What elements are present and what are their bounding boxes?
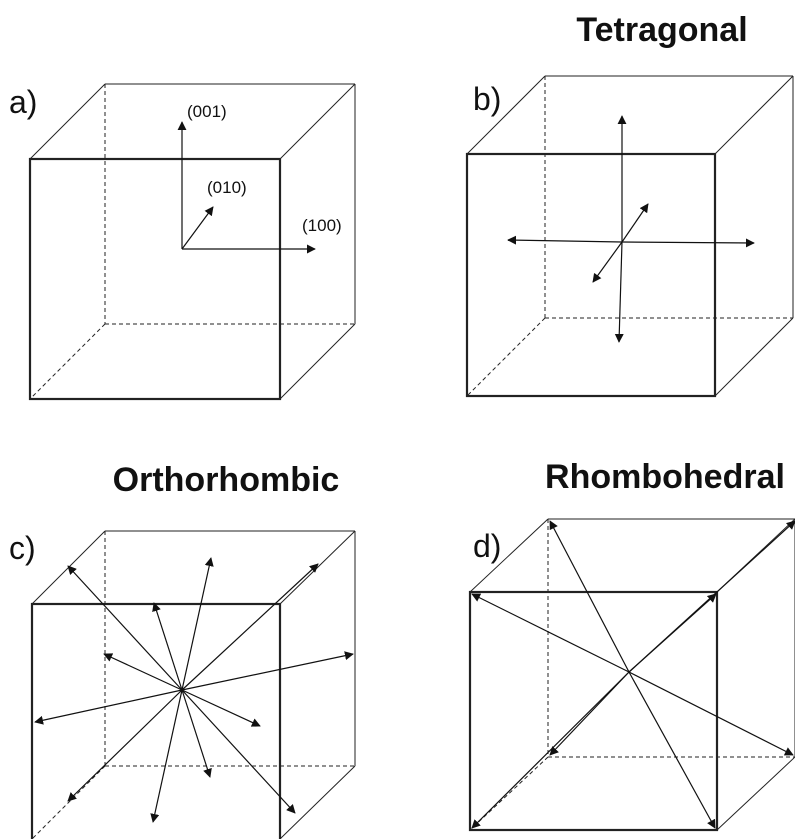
ortho-arrow-10 — [34, 689, 183, 725]
panel-b-cube — [465, 75, 794, 398]
rhombo-arrow-4 — [628, 671, 716, 829]
panel-a-cube: (001) (010) (100) — [28, 83, 356, 401]
orthorhombic-arrows — [34, 557, 354, 823]
axis-100-label: (100) — [302, 216, 342, 235]
rhombo-arrow-5 — [471, 593, 630, 673]
ortho-arrow-3 — [181, 557, 214, 691]
rhombo-arrow-8 — [549, 671, 630, 756]
ortho-arrow-7 — [103, 653, 183, 691]
ortho-arrow-5 — [152, 602, 183, 691]
tetragonal-down-arrow — [614, 241, 624, 343]
axis-010-arrow — [181, 206, 214, 250]
panel-a-label: a) — [9, 84, 37, 120]
panel-d-cube — [468, 518, 795, 832]
panel-b-label: b) — [473, 81, 501, 117]
ortho-arrow-12 — [67, 689, 183, 802]
panel-c-label: c) — [9, 530, 36, 566]
ortho-arrow-1 — [67, 565, 183, 691]
panel-c-title: Orthorhombic — [113, 461, 340, 499]
ortho-arrow-8 — [181, 689, 261, 727]
panel-b-title: Tetragonal — [576, 11, 747, 49]
ortho-arrow-2 — [181, 689, 296, 814]
panel-d-label: d) — [473, 528, 501, 564]
rhombo-arrow-7 — [628, 593, 717, 673]
tetragonal-front-arrow — [592, 241, 623, 283]
rhombo-arrow-6 — [628, 671, 794, 756]
panel-c-cube — [30, 530, 356, 839]
ortho-arrow-6 — [181, 689, 212, 778]
axis-010-label: (010) — [207, 178, 247, 197]
rhombohedral-arrows — [471, 520, 795, 829]
ortho-arrow-4 — [150, 689, 183, 823]
tetragonal-left-arrow — [507, 235, 623, 245]
panel-d-title: Rhombohedral — [545, 458, 785, 496]
tetragonal-back-arrow — [621, 203, 649, 243]
ortho-arrow-9 — [181, 651, 354, 691]
rhombo-arrow-3 — [549, 520, 630, 673]
ortho-arrow-11 — [181, 563, 319, 691]
rhombo-arrow-2 — [471, 671, 630, 829]
axis-001-label: (001) — [187, 102, 227, 121]
tetragonal-right-arrow — [621, 238, 755, 248]
